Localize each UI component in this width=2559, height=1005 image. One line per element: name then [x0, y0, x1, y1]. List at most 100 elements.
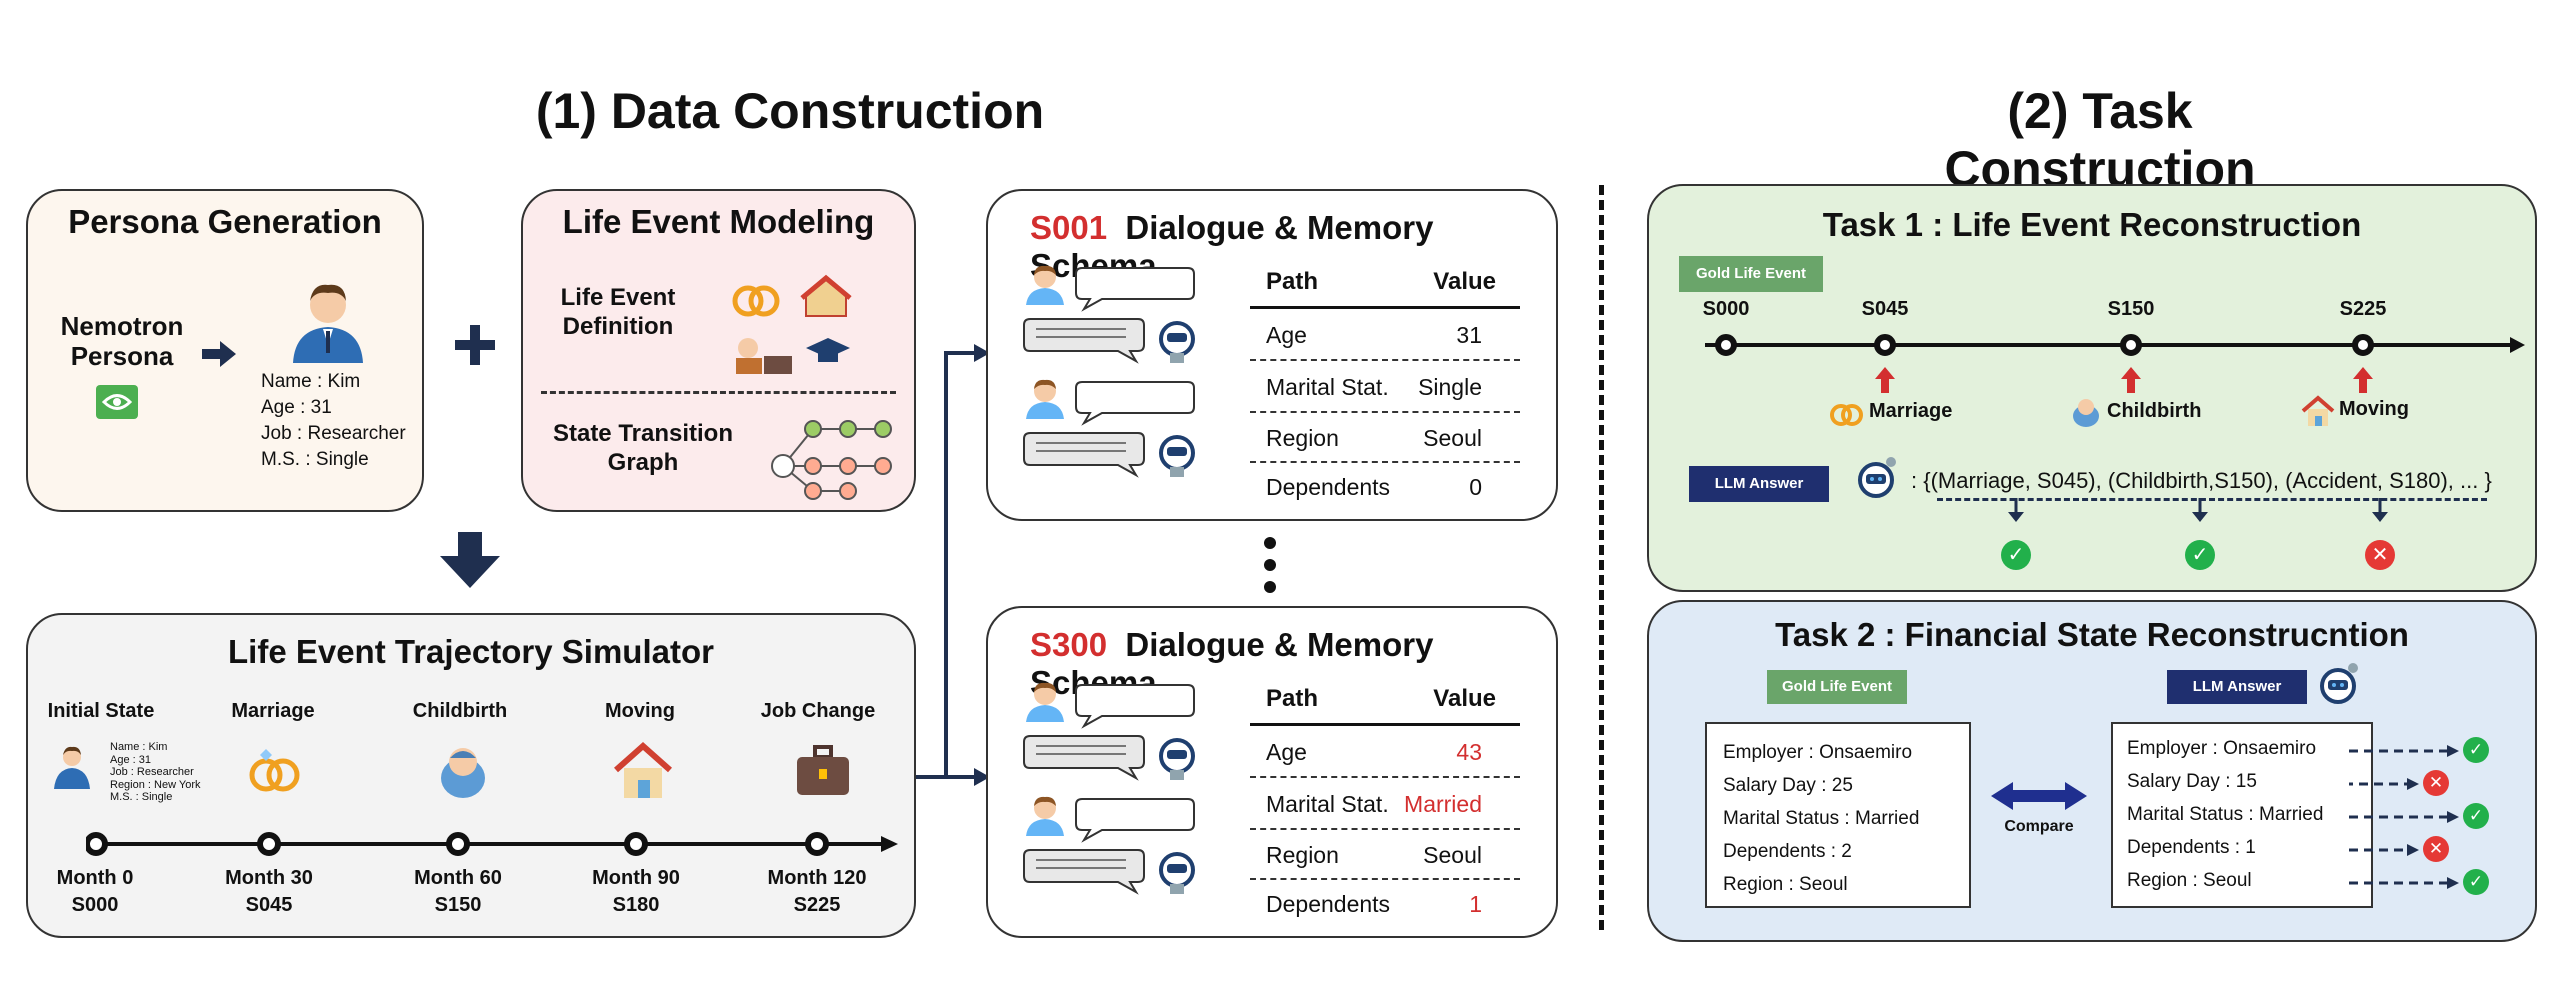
rings-icon [246, 745, 306, 800]
row-value: Seoul [1423, 425, 1482, 451]
persona-details: Name : Kim Age : 31 Job : Researcher M.S… [261, 369, 406, 473]
modeling-title: Life Event Modeling [562, 203, 875, 240]
down-arrow-icon [2191, 498, 2209, 529]
house-icon [2301, 394, 2335, 433]
row-value: 0 [1469, 474, 1482, 500]
baby-icon [433, 740, 493, 805]
month-label: Month 120 [767, 867, 867, 889]
task1-event: Marriage [1869, 400, 1953, 422]
rings-icon [1829, 396, 1865, 433]
robot-icon [1851, 456, 1901, 507]
persona-title: Persona Generation [68, 203, 382, 240]
event-definition-label: Life Event Definition [560, 284, 676, 340]
col-value: Value [1433, 268, 1496, 295]
persona-detail: M.S. : Single [261, 449, 369, 470]
initial-detail: Region : New York [110, 778, 201, 791]
state-label: S225 [793, 894, 841, 916]
gold-field: Employer : Onsaemiro [1723, 742, 1913, 763]
state-label: S180 [612, 894, 660, 916]
dialogue-icon [1020, 263, 1230, 498]
persona-detail: Name : Kim [261, 371, 361, 392]
task2-title: Task 2 : Financial State Reconstrucntion [1775, 616, 2409, 653]
row-divider [1250, 411, 1520, 413]
transition-graph-label: State Transition Graph [552, 420, 734, 476]
persona-source: Nemotron Persona [60, 311, 184, 371]
life-event-modeling-panel: Life Event Modeling Life Event Definitio… [521, 189, 916, 512]
task1-state: S150 [2107, 298, 2155, 320]
state-graph-icon [763, 411, 903, 506]
col-path: Path [1266, 685, 1319, 712]
data-construction-title: (1) Data Construction [535, 83, 1045, 139]
down-arrow-icon [440, 532, 500, 593]
task1-gold-tag: Gold Life Event [1679, 256, 1823, 292]
plus-icon [455, 325, 495, 370]
modeling-divider [541, 391, 896, 394]
task2-gold-tag: Gold Life Event [1767, 670, 1907, 704]
row-divider [1250, 359, 1520, 361]
row-value: 1 [1469, 891, 1482, 917]
schema-panel-s001: S001 Dialogue & Memory Schema Path Value… [986, 189, 1558, 521]
person-avatar-icon [283, 273, 373, 368]
robot-icon [2313, 662, 2363, 713]
row-value: 43 [1456, 739, 1482, 765]
event-icons [728, 266, 868, 381]
col-path: Path [1266, 268, 1319, 295]
gold-financial-state: Employer : Onsaemiro Salary Day : 25 Mar… [1705, 722, 1971, 908]
up-arrow-icon [2353, 367, 2373, 398]
month-label: Month 60 [414, 867, 502, 889]
initial-details: Name : Kim Age : 31 Job : Researcher Reg… [110, 741, 201, 804]
gold-field: Region : Seoul [1723, 874, 1848, 895]
cross-icon: ✕ [2423, 836, 2449, 862]
event-label-marriage: Marriage [231, 700, 315, 722]
check-icon: ✓ [2185, 540, 2215, 570]
row-divider [1250, 461, 1520, 463]
baby-icon [2069, 394, 2103, 433]
llm-financial-state: Employer : Onsaemiro Salary Day : 15 Mar… [2111, 722, 2373, 908]
initial-detail: M.S. : Single [110, 791, 173, 803]
task1-timeline [1705, 331, 2525, 366]
col-value: Value [1433, 685, 1496, 712]
row-path: Dependents [1266, 474, 1391, 500]
initial-avatar-icon [50, 743, 94, 794]
row-path: Marital Stat. [1266, 791, 1389, 817]
row-value: Seoul [1423, 842, 1482, 868]
task1-llm-tag: LLM Answer [1689, 466, 1829, 502]
table-row: Region Seoul [1250, 412, 1520, 462]
row-path: Dependents [1266, 891, 1391, 917]
cross-icon: ✕ [2365, 540, 2395, 570]
month-label: Month 30 [225, 867, 313, 889]
task2-llm-tag: LLM Answer [2167, 670, 2307, 704]
trajectory-simulator-panel: Life Event Trajectory Simulator Initial … [26, 613, 916, 938]
table-header-rule [1250, 723, 1520, 726]
state-label: S000 [71, 894, 119, 916]
llm-field: Region : Seoul [2127, 870, 2252, 891]
dialogue-icon [1020, 680, 1230, 915]
event-label-job-change: Job Change [760, 700, 876, 722]
event-label-initial: Initial State [47, 700, 155, 722]
table-row: Marital Stat.Single [1250, 361, 1520, 411]
compare-arrow-icon [1991, 780, 2087, 817]
initial-detail: Job : Researcher [110, 766, 194, 778]
task1-event: Moving [2339, 398, 2409, 420]
row-value: 31 [1456, 322, 1482, 348]
ellipsis-icon [1262, 535, 1278, 600]
row-path: Region [1266, 425, 1339, 451]
initial-detail: Name : Kim [110, 741, 168, 753]
briefcase-icon [793, 743, 853, 804]
row-path: Marital Stat. [1266, 374, 1389, 400]
table-row: Dependents 0 [1250, 461, 1520, 511]
row-divider [1250, 878, 1520, 880]
compare-label: Compare [2004, 818, 2074, 835]
persona-arrow-icon [200, 339, 238, 374]
row-path: Age [1266, 739, 1307, 765]
task1-llm-answer: : {(Marriage, S045), (Childbirth,S150), … [1911, 468, 2492, 493]
row-path: Age [1266, 322, 1307, 348]
check-icon: ✓ [2463, 869, 2489, 895]
gold-field: Dependents : 2 [1723, 841, 1852, 862]
gold-field: Salary Day : 25 [1723, 775, 1853, 796]
